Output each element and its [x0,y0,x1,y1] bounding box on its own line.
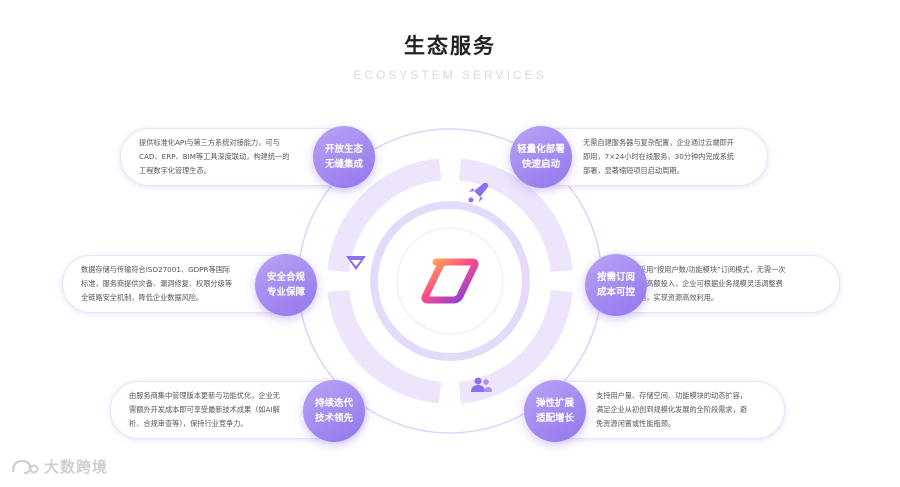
feature-desc: 提供标准化API与第三方系统对接能力，可与 CAD、ERP、BIM等工具深度联动… [139,138,290,175]
feature-desc: 无需自建服务器与复杂配置，企业通过云端即开 即用，7×24小时在线服务，30分钟… [583,138,735,175]
feature-circle-open: 开放生态 无缝集成 [313,126,375,188]
watermark-logo-icon [11,459,39,474]
watermark: 大数跨境 [10,456,108,477]
feature-circle-iteration: 持续迭代 技术领先 [303,380,365,442]
brand-logo [421,258,479,304]
feature-desc: 由服务商集中管理版本更新与功能优化，企业无 需额外开发成本即可享受最新技术成果（… [129,391,280,428]
inner-ring [370,201,530,361]
feature-circle-deploy: 轻量化部署 快速启动 [510,126,572,188]
watermark-text: 大数跨境 [44,458,109,476]
diamond-icon [346,256,366,270]
feature-desc: 支持用户量、存储空间、功能模块的动态扩容， 满足企业从初创到规模化发展的全阶段需… [596,391,747,428]
page-title: 生态服务 [404,34,496,58]
users-icon [471,377,492,392]
rocket-icon [468,182,489,203]
feature-desc: 采用“按用户数/功能模块”订阅模式，无需一次 性高额投入，企业可根据业务规模灵活… [639,265,786,302]
feature-circle-security: 安全合规 专业保障 [255,254,317,316]
feature-circle-scaling: 弹性扩展 适配增长 [524,380,586,442]
center-disc [396,227,504,335]
feature-desc: 数据存储与传输符合ISO27001、GDPR等国际 标准，服务商提供灾备、漏洞修… [81,265,232,302]
page-subtitle: ECOSYSTEM SERVICES [353,68,547,82]
feature-circle-subscription: 按需订阅 成本可控 [585,254,647,316]
